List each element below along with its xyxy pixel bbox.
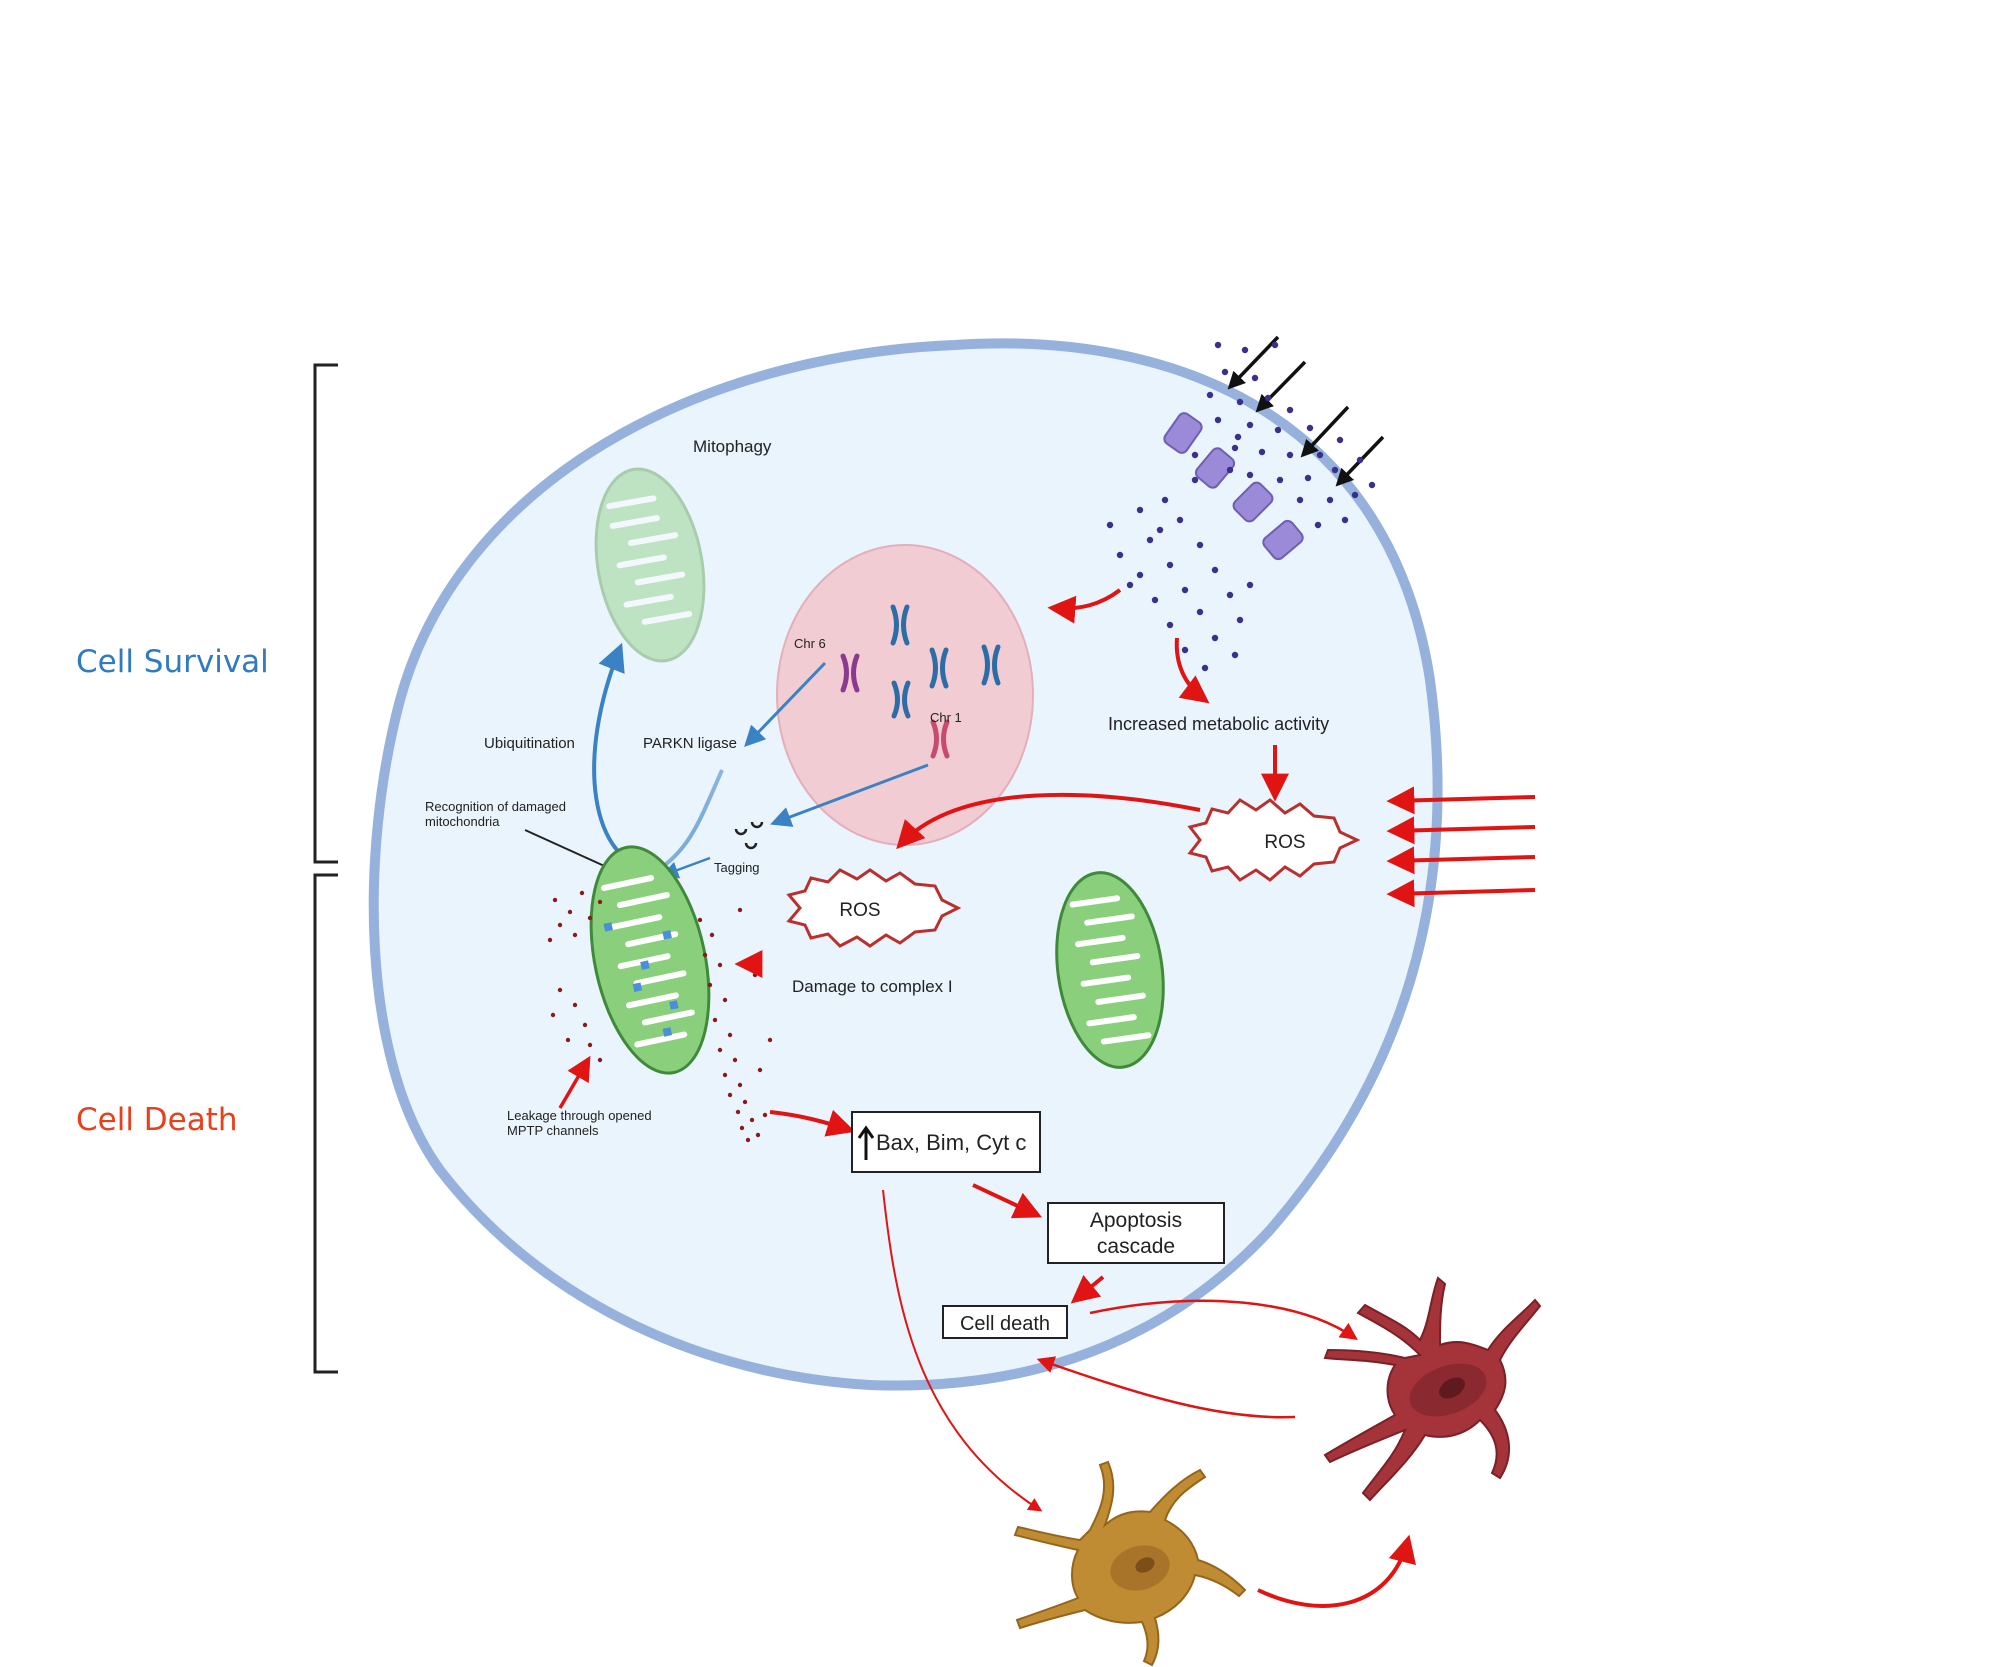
particle-arrow-3 xyxy=(1300,405,1350,458)
healthy-mitochondrion xyxy=(1055,871,1165,1069)
mitophagy-label: Mitophagy xyxy=(693,437,772,456)
chr6-label: Chr 6 xyxy=(794,636,826,651)
chr1-tagging-arrow xyxy=(770,763,929,827)
chr1-label: Chr 1 xyxy=(930,710,962,725)
leakage-label-line2: MPTP channels xyxy=(507,1123,599,1138)
particle-arrow-1 xyxy=(1227,335,1280,390)
particles xyxy=(1106,341,1376,672)
recognition-label-line2: mitochondria xyxy=(425,814,500,829)
chr6-parkn-arrow xyxy=(744,661,827,748)
cell-survival-label: Cell Survival xyxy=(76,644,269,680)
particles-to-nucleus-arrow xyxy=(1047,588,1122,624)
bracket-survival xyxy=(313,363,338,864)
bax-to-apoptosis-arrow xyxy=(972,1183,1043,1219)
bracket-death xyxy=(313,873,338,1374)
bax-to-gold-neuron-arrow xyxy=(882,1189,1043,1512)
leakage-arrow xyxy=(558,1055,591,1109)
up-arrow-icon xyxy=(857,1125,875,1160)
leakage-to-bax-arrow xyxy=(769,1109,856,1137)
chromosome-purple-chr6 xyxy=(840,653,860,693)
particle-arrow-2 xyxy=(1255,360,1307,413)
chromosome-blue-2 xyxy=(929,647,949,689)
external-arrow-4 xyxy=(1386,879,1536,908)
chromosome-blue-4 xyxy=(891,680,911,719)
leakage-label-line1: Leakage through opened xyxy=(507,1108,652,1123)
bax-bim-box xyxy=(851,1111,1041,1173)
apoptosis-label-line2: cascade xyxy=(1097,1235,1175,1258)
apoptosis-box xyxy=(1047,1202,1225,1264)
chromosome-blue-3 xyxy=(981,644,1001,686)
ros-right-label: ROS xyxy=(1264,832,1305,853)
leakage-dots xyxy=(547,890,773,1143)
cell-body xyxy=(368,338,1443,1391)
ros-burst-left xyxy=(786,868,962,948)
cell-death-box xyxy=(942,1305,1068,1339)
recognition-label-line1: Recognition of damaged xyxy=(425,799,566,814)
red-neuron-to-death-arrow xyxy=(1036,1356,1296,1419)
apoptosis-to-death-arrow xyxy=(1070,1274,1105,1304)
red-neuron xyxy=(1323,1276,1542,1502)
ros-left-label: ROS xyxy=(839,900,880,921)
death-to-red-neuron-arrow xyxy=(1089,1299,1358,1340)
particles-to-metabolic-arrow xyxy=(1174,637,1210,704)
ros-burst-right xyxy=(1187,798,1361,882)
membrane-channels xyxy=(1163,412,1304,561)
gold-neuron xyxy=(1013,1460,1247,1667)
external-arrow-3 xyxy=(1386,846,1536,875)
parkn-label: PARKN ligase xyxy=(643,735,737,752)
damage-complex-label: Damage to complex I xyxy=(792,977,953,996)
ubiquitination-label: Ubiquitination xyxy=(484,735,575,752)
faded-mitochondrion xyxy=(594,467,706,663)
chromosome-blue-1 xyxy=(890,604,910,646)
chromosome-pink-chr1 xyxy=(930,719,950,759)
tagging-label: Tagging xyxy=(714,860,760,875)
cell-death-box-label: Cell death xyxy=(960,1313,1050,1335)
damaged-mitochondrion xyxy=(589,845,711,1075)
external-arrow-2 xyxy=(1386,816,1536,845)
apoptosis-label-line1: Apoptosis xyxy=(1090,1209,1182,1232)
gold-to-red-neuron-arrow xyxy=(1257,1534,1416,1608)
increased-metabolic-label: Increased metabolic activity xyxy=(1108,714,1329,734)
bax-bim-label: Bax, Bim, Cyt c xyxy=(876,1130,1026,1155)
external-arrow-1 xyxy=(1386,786,1536,815)
cell-death-label: Cell Death xyxy=(76,1102,238,1138)
ros-to-ros-arrow xyxy=(896,792,1201,850)
